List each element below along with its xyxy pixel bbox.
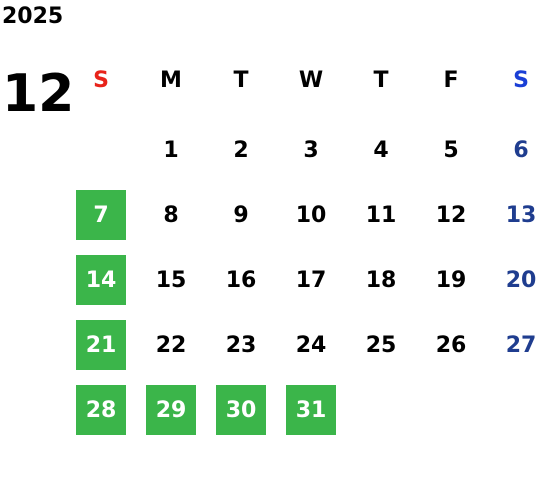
day-21[interactable]: 21 [76,320,126,370]
day-31[interactable]: 31 [286,385,336,435]
day-16[interactable]: 16 [225,267,257,293]
weekday-tuesday: T [233,67,249,93]
month-number: 12 [2,64,75,124]
weekday-thursday: T [373,67,389,93]
weekday-monday: M [160,67,182,93]
day-28[interactable]: 28 [76,385,126,435]
day-6[interactable]: 6 [513,137,529,163]
day-13[interactable]: 13 [505,202,537,228]
day-18[interactable]: 18 [365,267,397,293]
day-27[interactable]: 27 [505,332,537,358]
day-2[interactable]: 2 [233,137,249,163]
day-30[interactable]: 30 [216,385,266,435]
day-29[interactable]: 29 [146,385,196,435]
day-26[interactable]: 26 [435,332,467,358]
day-5[interactable]: 5 [443,137,459,163]
day-22[interactable]: 22 [155,332,187,358]
day-19[interactable]: 19 [435,267,467,293]
day-15[interactable]: 15 [155,267,187,293]
weekday-friday: F [443,67,459,93]
day-9[interactable]: 9 [233,202,249,228]
day-3[interactable]: 3 [303,137,319,163]
day-24[interactable]: 24 [295,332,327,358]
weekday-sunday: S [93,67,109,93]
year-label: 2025 [2,4,64,29]
day-10[interactable]: 10 [295,202,327,228]
day-4[interactable]: 4 [373,137,389,163]
day-7[interactable]: 7 [76,190,126,240]
day-20[interactable]: 20 [505,267,537,293]
day-8[interactable]: 8 [163,202,179,228]
weekday-wednesday: W [298,67,324,93]
day-23[interactable]: 23 [225,332,257,358]
day-11[interactable]: 11 [365,202,397,228]
day-12[interactable]: 12 [435,202,467,228]
day-14[interactable]: 14 [76,255,126,305]
day-17[interactable]: 17 [295,267,327,293]
weekday-saturday: S [513,67,529,93]
day-1[interactable]: 1 [163,137,179,163]
day-25[interactable]: 25 [365,332,397,358]
